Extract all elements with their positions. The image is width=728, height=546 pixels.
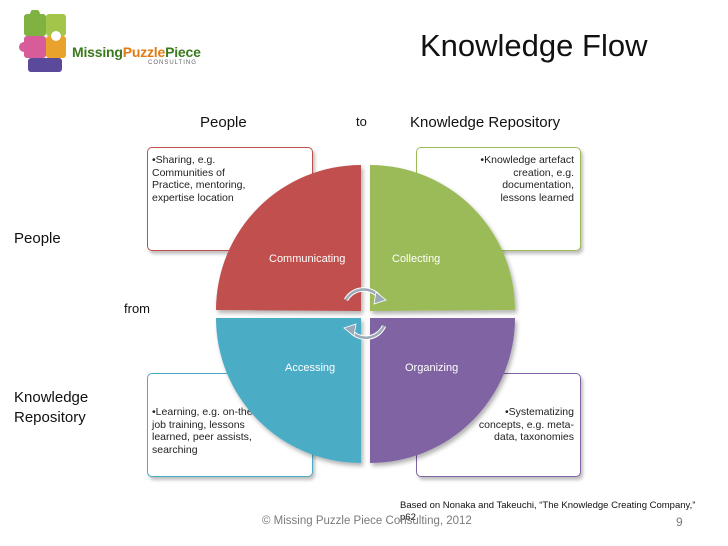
slide-title: Knowledge Flow [420, 28, 648, 63]
logo-wordmark: MissingPuzzlePiece [72, 44, 201, 60]
text-collecting: •Knowledge artefact creation, e.g. docum… [480, 154, 574, 204]
quadrant-communicating [216, 165, 361, 311]
company-logo [14, 9, 204, 80]
row-label-knowledge-repository: Knowledge Repository [14, 388, 88, 428]
row-label-people: People [14, 230, 61, 247]
label-accessing: Accessing [285, 362, 335, 374]
label-collecting: Collecting [392, 253, 440, 265]
footer-copyright: © Missing Puzzle Piece Consulting, 2012 [262, 515, 472, 527]
row-label-from: from [124, 301, 150, 316]
quadrant-accessing [216, 318, 361, 463]
label-communicating: Communicating [269, 253, 345, 265]
citation-text: Based on Nonaka and Takeuchi, “The Knowl… [400, 500, 696, 523]
quadrant-collecting [370, 165, 515, 311]
text-accessing: •Learning, e.g. on-the-job training, les… [152, 406, 257, 456]
label-organizing: Organizing [405, 362, 458, 374]
logo-subtitle: CONSULTING [148, 60, 197, 66]
row-label-knowledge: Knowledge [14, 389, 89, 406]
page-number: 9 [676, 515, 683, 529]
header-people: People [200, 114, 247, 131]
text-communicating: •Sharing, e.g. Communities of Practice, … [152, 154, 246, 204]
text-organizing: •Systematizing concepts, e.g. meta-data,… [478, 406, 574, 443]
row-label-repository: Repository [14, 409, 86, 426]
logo-word-piece: Piece [165, 44, 201, 60]
quadrant-organizing [370, 318, 515, 463]
logo-word-puzzle: Puzzle [122, 44, 166, 60]
puzzle-logo-icon [19, 9, 66, 72]
logo-word-missing: Missing [72, 44, 123, 60]
cycle-arrows-icon [343, 287, 387, 340]
header-knowledge-repository: Knowledge Repository [410, 114, 561, 131]
header-to: to [356, 114, 367, 129]
